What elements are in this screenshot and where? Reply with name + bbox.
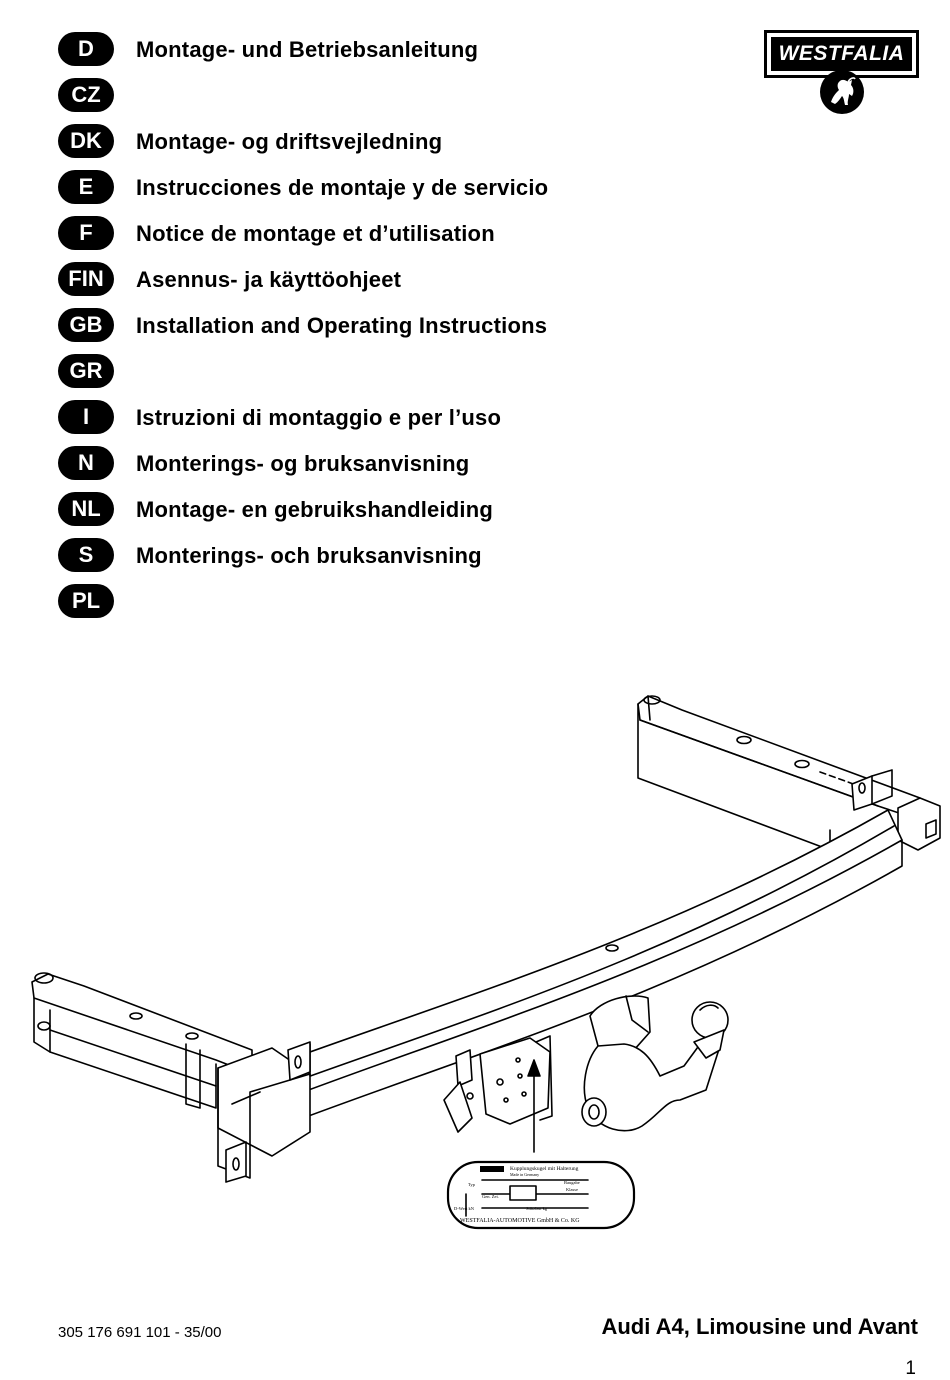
left-mounting-arm [31, 972, 311, 1183]
plate-heading: Kupplungskugel mit Halterung [510, 1166, 579, 1172]
language-row-nl: NL Montage- en gebruikshandleiding [58, 492, 678, 538]
plate-baugabe-label: Baugabe [564, 1180, 580, 1185]
logo-text: WESTFALIA [771, 37, 912, 71]
language-badge-pl: PL [58, 584, 114, 618]
socket-bracket [443, 1035, 553, 1133]
language-title-gb: Installation and Operating Instructions [136, 313, 548, 338]
language-badge-n: N [58, 446, 114, 480]
plate-arrow [527, 1059, 541, 1153]
language-list: D Montage- und Betriebsanleitung CZ DK M… [58, 32, 678, 630]
plate-d-wert-label: D-Wert kN [454, 1206, 475, 1211]
horse-icon [820, 70, 864, 114]
ball-hitch [581, 995, 729, 1132]
language-row-e: E Instrucciones de montaje y de servicio [58, 170, 678, 216]
plate-klasse-label: Klasse [566, 1187, 578, 1192]
language-row-pl: PL [58, 584, 678, 630]
plate-gen-zei-label: Gen. Zei. [482, 1194, 499, 1199]
language-badge-gr: GR [58, 354, 114, 388]
language-title-dk: Montage- og driftsvejledning [136, 129, 443, 154]
plate-manufacturer: WESTFALIA-AUTOMOTIVE GmbH & Co. KG [460, 1218, 580, 1224]
language-badge-gb: GB [58, 308, 114, 342]
language-row-d: D Montage- und Betriebsanleitung [58, 32, 678, 78]
language-row-i: I Istruzioni di montaggio e per l’uso [58, 400, 678, 446]
plate-made-in: Made in Germany [510, 1172, 539, 1177]
language-title-n: Monterings- og bruksanvisning [136, 451, 470, 476]
logo-bar: WESTFALIA [764, 30, 919, 78]
language-title-nl: Montage- en gebruikshandleiding [136, 497, 493, 522]
language-title-s: Monterings- och bruksanvisning [136, 543, 482, 568]
language-badge-nl: NL [58, 492, 114, 526]
language-title-d: Montage- und Betriebsanleitung [136, 37, 479, 62]
page-number: 1 [905, 1358, 916, 1379]
language-badge-i: I [58, 400, 114, 434]
language-badge-f: F [58, 216, 114, 250]
document-number: 305 176 691 101 - 35/00 [58, 1324, 222, 1341]
language-row-gb: GB Installation and Operating Instructio… [58, 308, 678, 354]
language-badge-fin: FIN [58, 262, 114, 296]
tow-bar-drawing: Kupplungskugel mit Halterung Made in Ger… [31, 695, 941, 1230]
language-title-e: Instrucciones de montaje y de servicio [136, 175, 549, 200]
language-row-dk: DK Montage- og driftsvejledning [58, 124, 678, 170]
plate-typ-label: Typ [468, 1182, 476, 1187]
language-title-f: Notice de montage et d’utilisation [136, 221, 495, 246]
type-plate: Kupplungskugel mit Halterung Made in Ger… [446, 1160, 636, 1230]
plate-stuetzlast-label: Stützlast kg [526, 1206, 548, 1211]
language-badge-s: S [58, 538, 114, 572]
language-badge-e: E [58, 170, 114, 204]
cross-beam [259, 809, 903, 1127]
vehicle-title: Audi A4, Limousine und Avant [601, 1314, 918, 1339]
language-row-cz: CZ [58, 78, 678, 124]
language-title-fin: Asennus- ja käyttöohjeet [136, 267, 402, 292]
language-badge-dk: DK [58, 124, 114, 158]
language-row-n: N Monterings- og bruksanvisning [58, 446, 678, 492]
language-title-i: Istruzioni di montaggio e per l’uso [136, 405, 502, 430]
language-row-f: F Notice de montage et d’utilisation [58, 216, 678, 262]
westfalia-logo: WESTFALIA [764, 30, 919, 114]
language-badge-cz: CZ [58, 78, 114, 112]
language-row-fin: FIN Asennus- ja käyttöohjeet [58, 262, 678, 308]
language-row-s: S Monterings- och bruksanvisning [58, 538, 678, 584]
language-badge-d: D [58, 32, 114, 66]
language-row-gr: GR [58, 354, 678, 400]
